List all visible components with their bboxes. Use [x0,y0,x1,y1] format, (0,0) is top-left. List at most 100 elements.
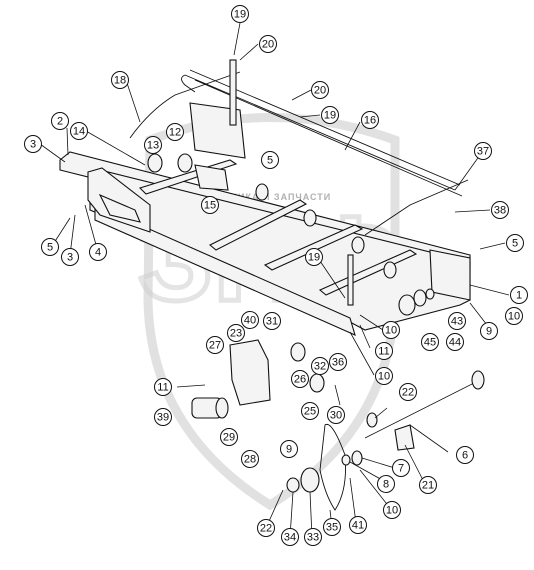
cross-member-4 [318,249,418,296]
rail-lower-flange [94,204,356,336]
callout-number: 30 [330,410,342,422]
callout-2: 2 [51,112,69,130]
callout-circle [474,142,492,160]
callout-11: 11 [375,342,393,360]
callout-number: 34 [284,532,296,544]
callout-circle [375,342,393,360]
callout-circle [505,307,523,325]
callout-number: 14 [73,126,85,138]
callout-30: 30 [327,406,345,424]
callout-number: 26 [294,374,306,386]
callout-circle [41,238,59,256]
callout-number: 9 [486,326,492,338]
callout-10: 10 [375,367,393,385]
callout-5: 5 [506,234,524,252]
cross-member-2 [209,199,308,251]
washer-43 [425,288,435,300]
gear-7 [351,450,363,466]
callout-number: 3 [30,139,36,151]
pivot-post-left [229,59,237,126]
callout-34: 34 [281,528,299,546]
callout-number: 4 [95,247,101,259]
callout-27: 27 [206,336,224,354]
callout-number: 10 [378,371,390,383]
callout-number: 10 [508,311,520,323]
callout-circle [480,322,498,340]
callout-43: 43 [448,312,466,330]
callout-circle [281,528,299,546]
callout-1: 1 [510,286,528,304]
hub-34 [286,477,300,493]
callout-number: 7 [398,463,404,475]
side-arm [364,179,469,236]
callout-number: 20 [262,39,274,51]
callout-number: 11 [378,346,389,358]
callout-circle [111,71,129,89]
motor-face [215,397,229,419]
callout-number: 19 [324,110,336,122]
callout-7: 7 [392,459,410,477]
handrail [181,69,463,197]
callout-circle [24,135,42,153]
callout-number: 19 [308,252,320,264]
callout-41: 41 [349,516,367,534]
callout-11: 11 [154,378,172,396]
callout-circle [241,311,259,329]
callout-circle [327,406,345,424]
chain [319,423,346,511]
roller-set [147,153,397,279]
callout-45: 45 [421,333,439,351]
callout-circle [231,5,249,23]
callout-35: 35 [323,518,341,536]
pulley-45 [398,294,416,316]
callout-circle [89,243,107,261]
upper-side-plate [189,102,246,159]
callout-number: 33 [307,532,319,544]
callout-circle [280,440,298,458]
callout-circle [261,151,279,169]
callout-number: 37 [477,146,489,158]
callout-number: 23 [230,328,242,340]
callout-leaders [39,22,510,538]
callout-circle [304,528,322,546]
callout-9: 9 [280,440,298,458]
callout-number: 22 [260,523,272,535]
callout-circle [361,111,379,129]
callout-44: 44 [446,333,464,351]
callout-number: 28 [244,454,256,466]
callout-28: 28 [241,450,259,468]
callout-25: 25 [301,402,319,420]
callout-circle [70,122,88,140]
callout-circle [448,312,466,330]
callout-number: 3 [67,252,73,264]
callout-circle [421,333,439,351]
callout-26: 26 [291,370,309,388]
roller-a [255,183,269,201]
callout-circle [383,501,401,519]
callout-36: 36 [329,353,347,371]
sprocket-31 [290,342,306,362]
callout-number: 15 [204,200,216,212]
bearing-housing-21 [394,424,415,451]
callout-circle [349,516,367,534]
roller-13 [147,153,163,173]
callout-number: 12 [169,127,181,139]
callout-circle [144,136,162,154]
callout-circle [323,518,341,536]
callout-5: 5 [41,238,59,256]
callout-number: 45 [424,337,436,349]
sprocket-33 [300,467,320,493]
callout-circle [166,123,184,141]
callout-number: 31 [266,316,278,328]
callout-circle [206,336,224,354]
callout-40: 40 [241,311,259,329]
callout-circle [227,324,245,342]
callout-22: 22 [399,383,417,401]
callout-number: 9 [286,444,292,456]
callout-number: 44 [449,337,461,349]
callout-19: 19 [305,248,323,266]
callout-number: 39 [157,412,169,424]
shaft [364,379,481,439]
